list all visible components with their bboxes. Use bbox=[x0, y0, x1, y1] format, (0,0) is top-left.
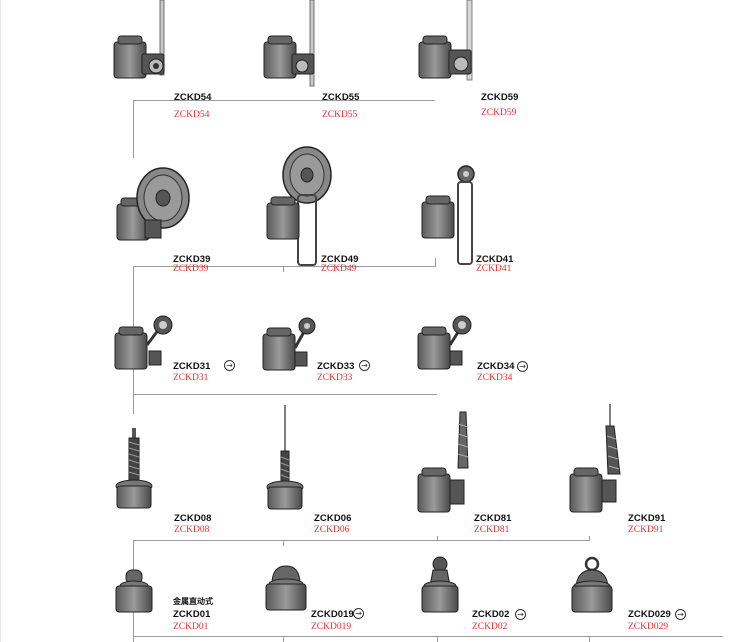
product-code-red: ZCKD49 bbox=[321, 264, 357, 274]
connector-line bbox=[437, 636, 438, 642]
product-code: ZCKD31 bbox=[173, 361, 211, 372]
product-code: ZCKD34 bbox=[477, 361, 515, 372]
product-code: ZCKD59 bbox=[481, 92, 519, 103]
arrow-circle-icon[interactable]: → bbox=[224, 360, 235, 371]
product-code: ZCKD41 bbox=[476, 254, 514, 265]
product-zckd08: ZCKD08 ZCKD08 bbox=[113, 428, 243, 540]
product-zckd019: ZCKD019 → ZCKD019 bbox=[262, 564, 392, 638]
product-zckd81: ZCKD81 ZCKD81 bbox=[416, 408, 546, 540]
arrow-circle-icon[interactable]: → bbox=[353, 608, 364, 619]
roller-lever-switch-icon bbox=[417, 315, 472, 370]
product-zckd31: ZCKD31 → ZCKD31 bbox=[113, 315, 248, 390]
product-note: 金属直动式 bbox=[173, 597, 213, 606]
product-zckd33: ZCKD33 → ZCKD33 bbox=[261, 317, 396, 393]
product-code: ZCKD49 bbox=[321, 254, 359, 265]
product-zckd02: ZCKD02 → ZCKD02 bbox=[418, 556, 548, 638]
product-zckd34: ZCKD34 → ZCKD34 bbox=[416, 315, 551, 390]
product-code-red: ZCKD55 bbox=[322, 110, 358, 120]
product-code-red: ZCKD08 bbox=[174, 525, 210, 535]
rod-lever-switch-icon bbox=[113, 0, 165, 79]
product-zckd91: ZCKD91 ZCKD91 bbox=[568, 404, 698, 540]
adjustable-large-roller-switch-icon bbox=[266, 146, 332, 266]
connector-line bbox=[133, 266, 435, 267]
product-zckd029: ZCKD029 → ZCKD029 bbox=[568, 556, 718, 638]
roller-lever-switch-icon bbox=[114, 315, 173, 370]
product-code: ZCKD019 bbox=[311, 609, 354, 620]
product-code: ZCKD55 bbox=[322, 92, 360, 103]
connector-line bbox=[283, 540, 284, 546]
rod-lever-switch-icon bbox=[418, 0, 473, 81]
arrow-circle-icon[interactable]: → bbox=[675, 609, 686, 620]
product-code: ZCKD54 bbox=[174, 92, 212, 103]
page-edge bbox=[0, 0, 1, 642]
large-roller-lever-switch-icon bbox=[116, 167, 190, 241]
product-code-red: ZCKD33 bbox=[317, 373, 353, 383]
connector-line bbox=[133, 100, 134, 158]
product-code: ZCKD91 bbox=[628, 513, 666, 524]
rod-lever-switch-icon bbox=[263, 0, 315, 87]
product-zckd49: ZCKD49 ZCKD49 bbox=[265, 145, 395, 275]
adjustable-roller-lever-switch-icon bbox=[421, 165, 475, 265]
product-code: ZCKD08 bbox=[174, 513, 212, 524]
product-zckd39: ZCKD39 ZCKD39 bbox=[115, 160, 245, 275]
connector-line bbox=[589, 536, 590, 541]
connector-line bbox=[283, 636, 284, 642]
plunger-switch-icon bbox=[115, 569, 153, 613]
product-code-red: ZCKD31 bbox=[173, 373, 209, 383]
product-code-red: ZCKD06 bbox=[314, 525, 350, 535]
side-spring-rod-switch-icon bbox=[569, 404, 621, 513]
product-code-red: ZCKD029 bbox=[628, 622, 669, 632]
product-code: ZCKD06 bbox=[314, 513, 352, 524]
product-zckd59: ZCKD59 ZCKD59 bbox=[417, 0, 537, 125]
roller-lever-switch-icon bbox=[262, 317, 316, 371]
product-zckd55: ZCKD55 ZCKD55 bbox=[262, 0, 382, 125]
connector-line bbox=[283, 266, 284, 272]
connector-line bbox=[133, 100, 435, 101]
connector-line bbox=[133, 394, 437, 395]
product-code: ZCKD81 bbox=[474, 513, 512, 524]
product-code: ZCKD33 bbox=[317, 361, 355, 372]
product-code-red: ZCKD41 bbox=[476, 264, 512, 274]
product-code-red: ZCKD019 bbox=[311, 622, 352, 632]
product-code-red: ZCKD54 bbox=[174, 110, 210, 120]
product-zckd41: ZCKD41 ZCKD41 bbox=[420, 162, 550, 277]
product-code-red: ZCKD91 bbox=[628, 525, 664, 535]
product-zckd06: ZCKD06 ZCKD06 bbox=[262, 405, 392, 540]
product-code-red: ZCKD01 bbox=[173, 622, 209, 632]
product-code: ZCKD029 bbox=[628, 609, 671, 620]
booted-roller-plunger-switch-icon bbox=[571, 556, 613, 613]
product-code: ZCKD39 bbox=[173, 254, 211, 265]
boot-plunger-switch-icon bbox=[265, 565, 307, 611]
product-zckd54: ZCKD54 ZCKD54 bbox=[112, 0, 232, 125]
spring-rod-switch-icon bbox=[115, 428, 153, 509]
arrow-circle-icon[interactable]: → bbox=[515, 609, 526, 620]
side-spring-rod-switch-icon bbox=[417, 411, 469, 513]
product-code-red: ZCKD34 bbox=[477, 373, 513, 383]
product-code: ZCKD01 bbox=[173, 609, 211, 620]
roller-plunger-switch-icon bbox=[421, 556, 459, 613]
product-zckd01: 金属直动式 ZCKD01 ZCKD01 bbox=[112, 566, 242, 638]
connector-line bbox=[589, 636, 590, 642]
cat-whisker-switch-icon bbox=[266, 405, 304, 510]
product-code: ZCKD02 bbox=[472, 609, 510, 620]
connector-line bbox=[437, 536, 438, 541]
product-code-red: ZCKD02 bbox=[472, 622, 508, 632]
arrow-circle-icon[interactable]: → bbox=[359, 360, 370, 371]
connector-line bbox=[133, 636, 723, 637]
product-code-red: ZCKD81 bbox=[474, 525, 510, 535]
connector-line bbox=[133, 540, 589, 541]
connector-line bbox=[435, 258, 436, 267]
product-code-red: ZCKD59 bbox=[481, 108, 517, 118]
product-code-red: ZCKD39 bbox=[173, 264, 209, 274]
arrow-circle-icon[interactable]: → bbox=[517, 361, 528, 372]
